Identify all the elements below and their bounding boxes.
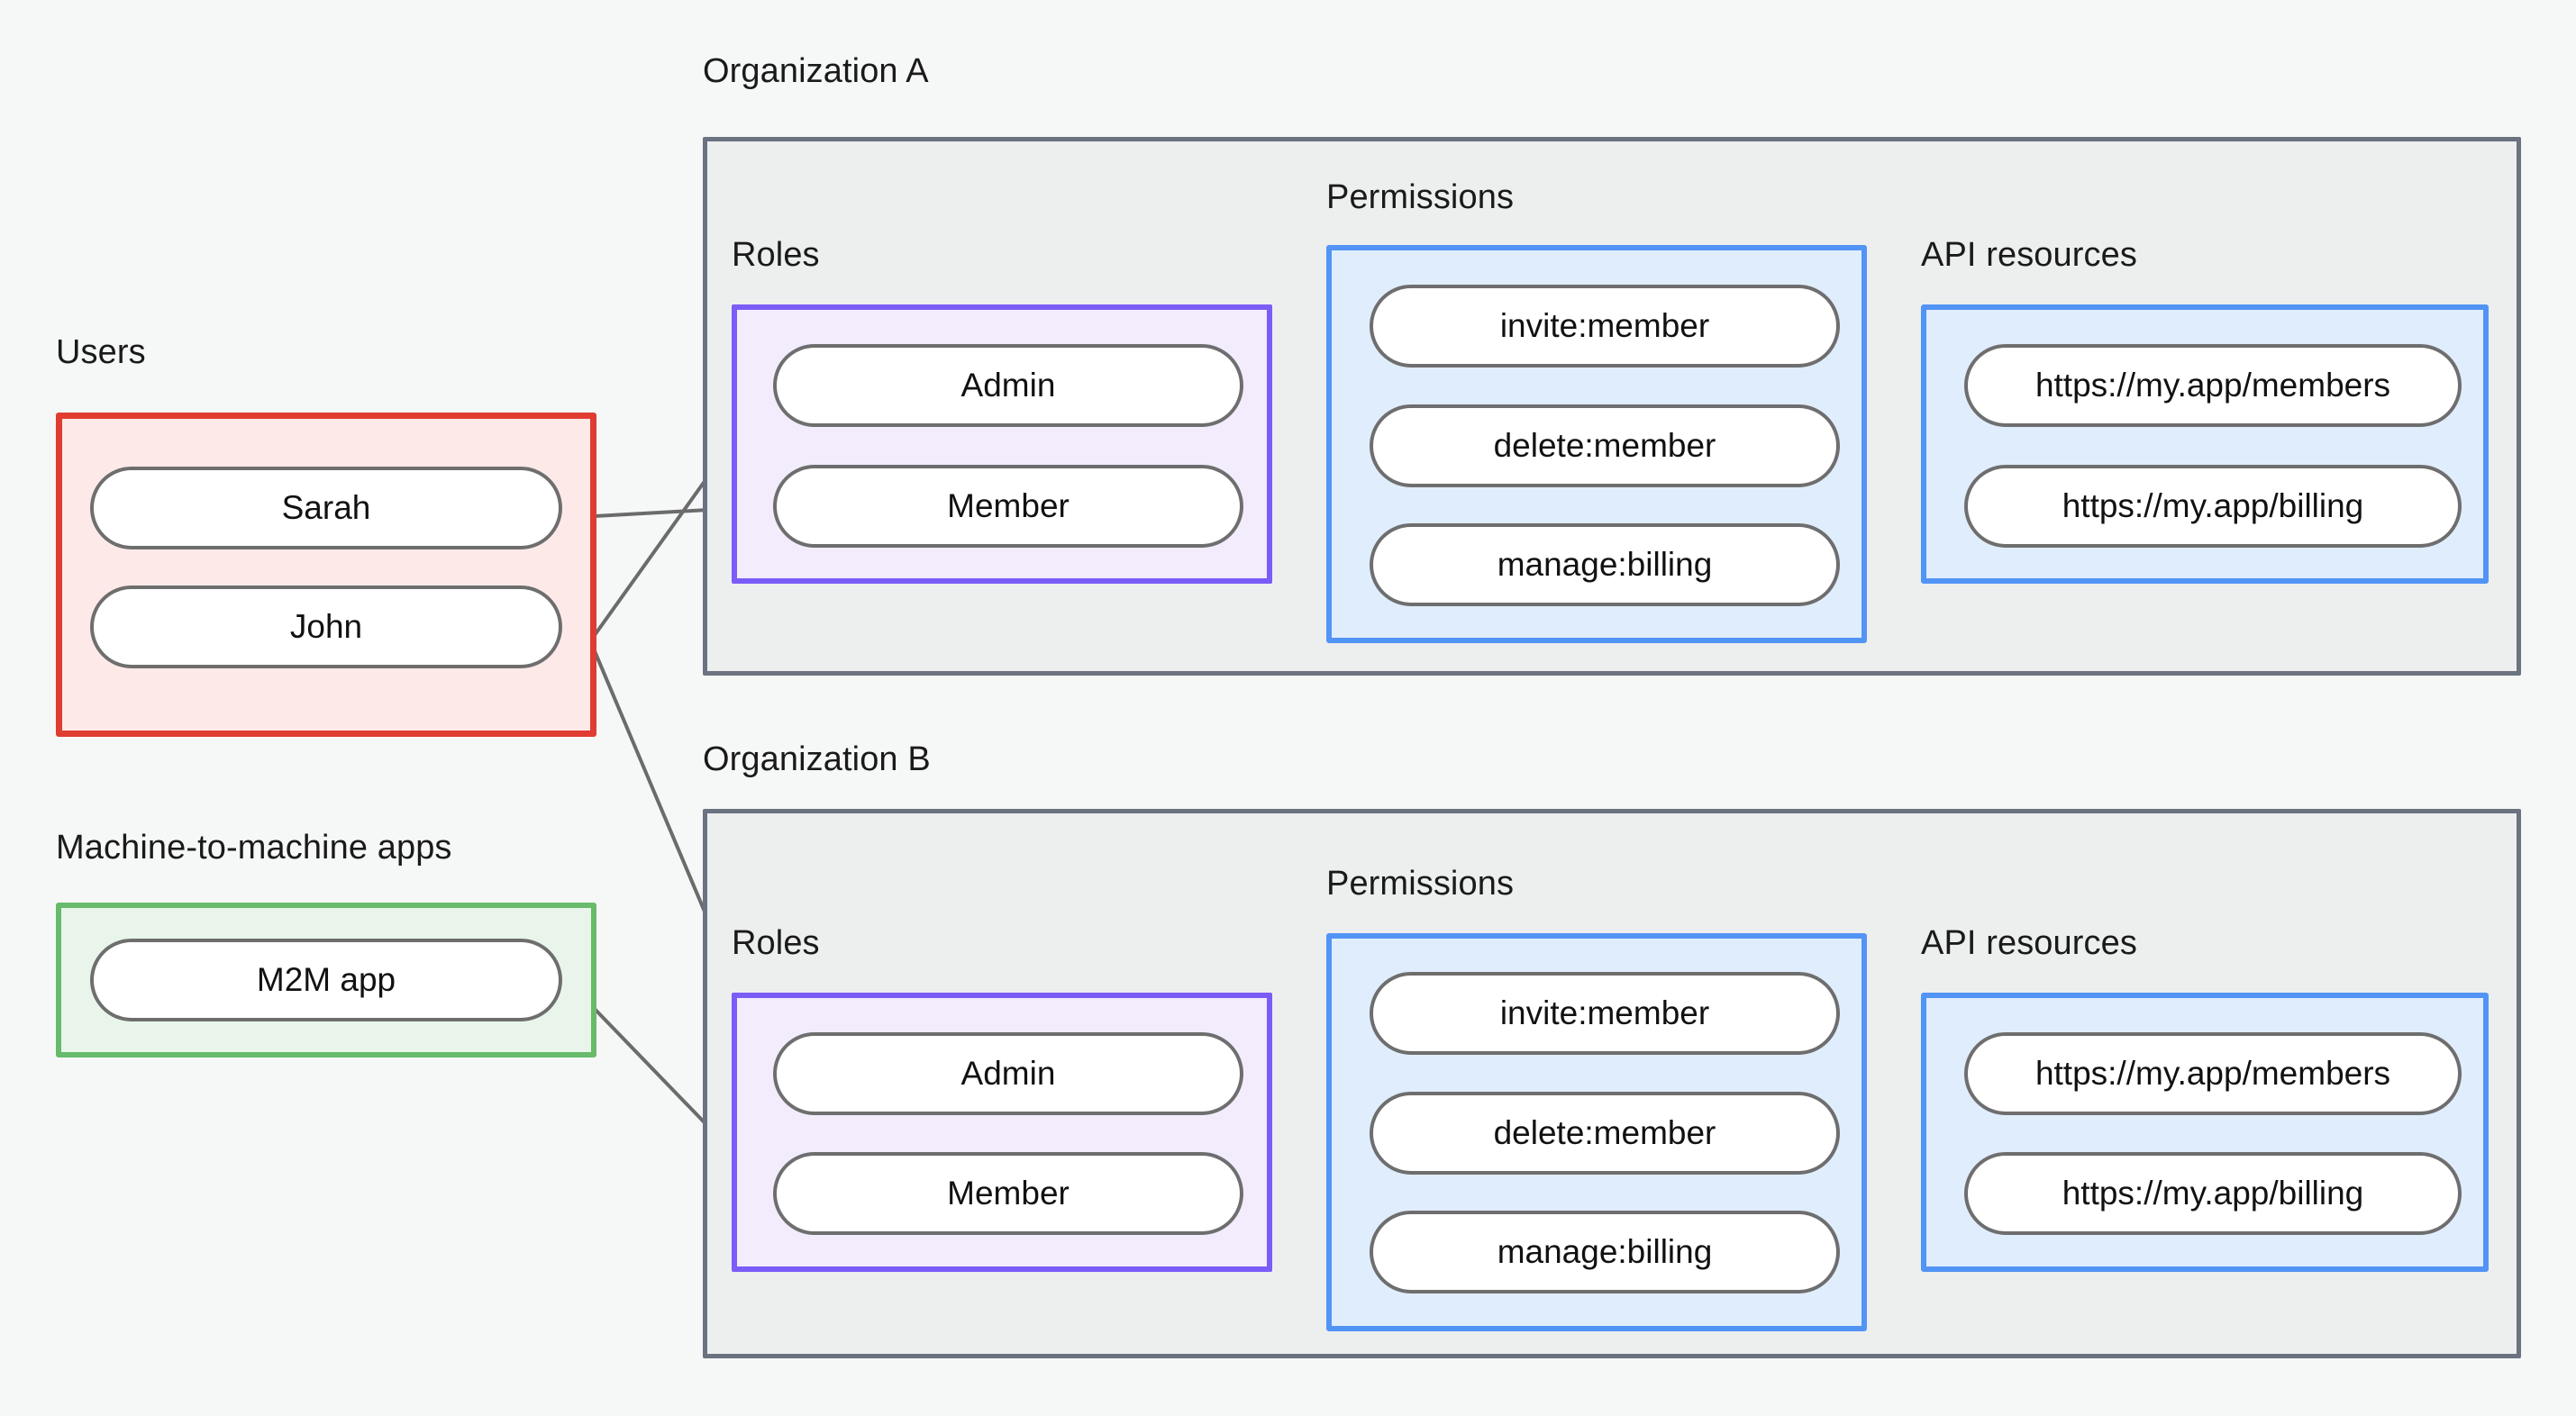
organization-a-api-resources-label: API resources <box>1921 236 2137 274</box>
user-node-john[interactable]: John <box>90 585 562 668</box>
organization-a-permission-delete-member[interactable]: delete:member <box>1370 404 1840 487</box>
organization-b-label: Organization B <box>703 740 931 778</box>
organization-a-role-admin[interactable]: Admin <box>773 344 1243 427</box>
organization-b-permission-delete-member[interactable]: delete:member <box>1370 1092 1840 1175</box>
organization-b-permission-manage-billing[interactable]: manage:billing <box>1370 1211 1840 1293</box>
users-group-label: Users <box>56 333 146 371</box>
m2m-node-app[interactable]: M2M app <box>90 939 562 1021</box>
m2m-group-label: Machine-to-machine apps <box>56 829 452 867</box>
organization-a-permission-manage-billing[interactable]: manage:billing <box>1370 523 1840 606</box>
user-node-sarah[interactable]: Sarah <box>90 467 562 549</box>
organization-b-api-resources-label: API resources <box>1921 924 2137 962</box>
organization-b-role-admin[interactable]: Admin <box>773 1032 1243 1115</box>
organization-b-permission-invite-member[interactable]: invite:member <box>1370 972 1840 1055</box>
organization-b-roles-label: Roles <box>732 924 820 962</box>
organization-a-permissions-label: Permissions <box>1326 178 1515 216</box>
organization-a-label: Organization A <box>703 52 929 90</box>
organization-b-api-resource-billing[interactable]: https://my.app/billing <box>1964 1152 2462 1235</box>
organization-b-role-member[interactable]: Member <box>773 1152 1243 1235</box>
organization-b-api-resource-members[interactable]: https://my.app/members <box>1964 1032 2462 1115</box>
organization-b-permissions-label: Permissions <box>1326 865 1515 903</box>
users-group <box>56 413 596 737</box>
organization-a-role-member[interactable]: Member <box>773 465 1243 548</box>
organization-a-api-resource-billing[interactable]: https://my.app/billing <box>1964 465 2462 548</box>
organization-a-permission-invite-member[interactable]: invite:member <box>1370 285 1840 368</box>
organization-a-roles-label: Roles <box>732 236 820 274</box>
organization-a-api-resource-members[interactable]: https://my.app/members <box>1964 344 2462 427</box>
